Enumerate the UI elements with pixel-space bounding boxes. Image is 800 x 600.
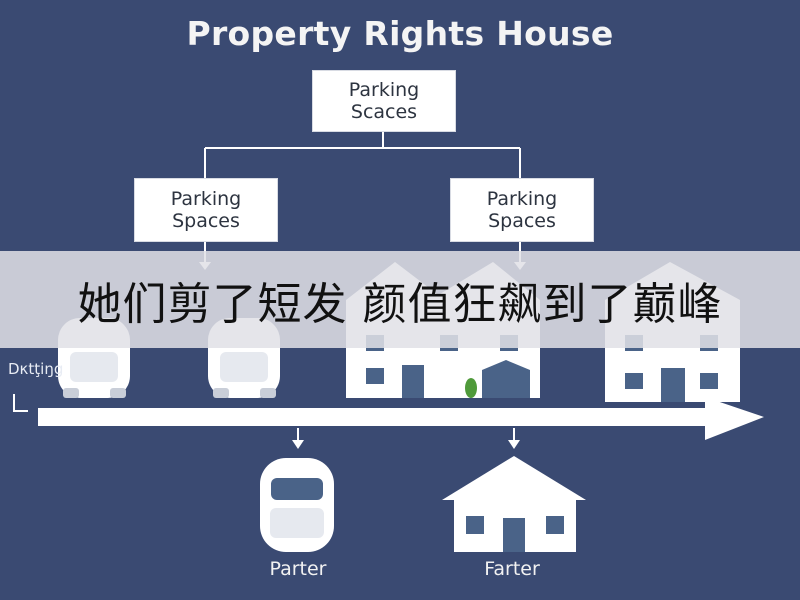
bottom-right-label: Farter — [484, 558, 540, 580]
side-label: Dκtţiŋg — [8, 360, 64, 378]
car-icon — [260, 458, 334, 552]
bottom-left-label: Parter — [269, 558, 327, 580]
bracket-icon — [13, 394, 28, 412]
left-parking-box: Parking Spaces — [134, 178, 278, 242]
house-icon — [442, 456, 586, 552]
timeline-arrow — [38, 397, 764, 440]
diagram-title: Property Rights House — [186, 14, 614, 53]
top-parking-box: Parking Scaces — [312, 70, 456, 132]
caption-banner — [0, 251, 800, 348]
right-parking-box: Parking Spaces — [450, 178, 594, 242]
caption-text: 她们剪了短发 颜值狂飙到了巅峰 — [77, 278, 723, 330]
